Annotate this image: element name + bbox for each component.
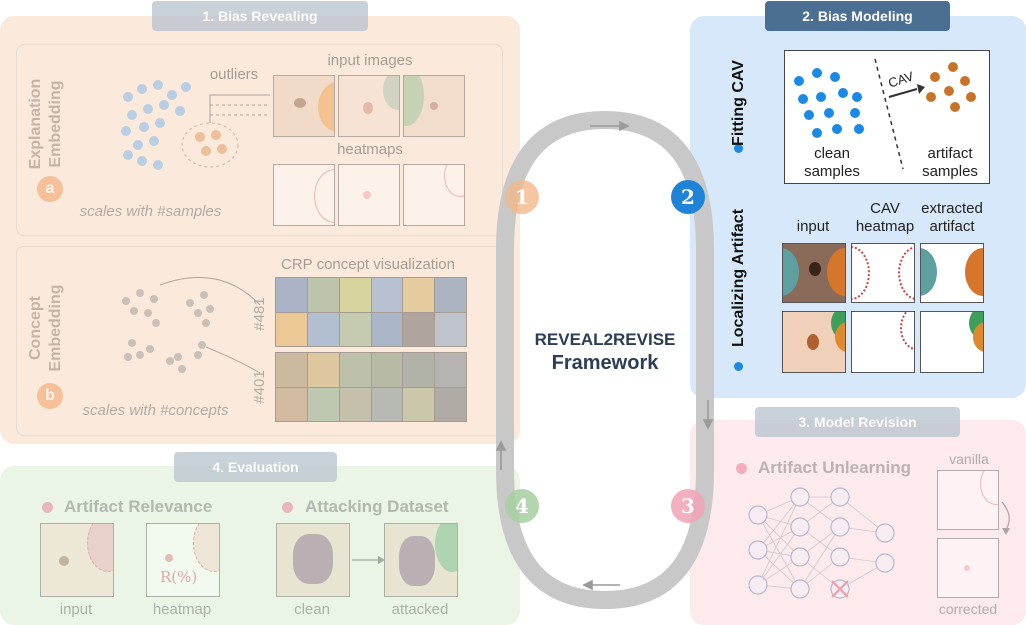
relevance-formula: R(%) [160,568,198,586]
explanation-embedding-label: Explanation Embedding [27,78,64,170]
fitting-cav-label: Fitting CAV [730,60,747,146]
clean-samples-label: clean samples [804,145,860,180]
concept-letter-badge: b [37,383,63,409]
model-revision-panel [690,420,1026,625]
outliers-label: outliers [209,66,259,83]
localize-input-2 [782,311,846,373]
vanilla-label: vanilla [949,451,989,467]
framework-title-line1: REVEAL2REVISE [534,330,676,349]
concept-scatter [122,276,261,374]
header-bias-modeling: 2. Bias Modeling [765,1,950,31]
crp-grid-401 [275,352,467,422]
column-extracted-artifact-label: extracted artifact [921,200,983,235]
scales-with-concepts: scales with #concepts [82,402,229,419]
step-number-1: 1 [505,180,539,214]
step-number-2: 2 [671,180,705,214]
cycle-loop [495,110,714,610]
artifact-unlearning-bullet [736,463,747,474]
attacking-dataset-bullet [282,502,293,513]
localize-input-1 [782,243,846,303]
reveal-heatmap-1 [273,164,335,226]
concept-embedding-box [16,246,503,436]
eval-heatmap [146,523,220,597]
attacked-image [384,523,458,597]
clean-label: clean [294,601,330,618]
crp-grid-481 [275,277,467,347]
vanilla-heatmap [937,470,999,530]
attacked-label: attacked [391,601,449,618]
header-evaluation: 4. Evaluation [174,452,337,482]
step-number-4: 4 [505,489,539,523]
revision-arrow [1001,501,1010,535]
clean-to-attacked-arrow [352,556,385,564]
explanation-embedding-box [16,44,503,236]
clean-image [276,523,350,597]
framework-title: REVEAL2REVISE Framework [518,330,692,375]
column-input-label: input [796,218,830,235]
corrected-heatmap [937,538,999,598]
localizing-artifact-bullet [734,362,743,371]
explanation-letter-badge: a [37,176,63,202]
scales-with-samples: scales with #samples [79,203,222,220]
reveal-input-image-1 [273,75,335,137]
fitting-cav-bullet [734,144,743,153]
artifact-samples-label: artifact samples [922,145,978,180]
corrected-label: corrected [938,601,998,617]
reveal-input-image-3 [403,75,465,137]
step-number-3: 3 [671,489,705,523]
explanation-scatter [121,80,270,170]
bias-revealing-panel [0,16,520,444]
eval-input-label: input [59,601,93,618]
localizing-artifact-label: Localizing Artifact [730,208,747,348]
concept-id-481: #481 [251,297,268,331]
cav-scatter [794,58,976,170]
localize-cav-heatmap-2 [851,311,915,373]
input-images-label: input images [327,52,413,69]
localize-cav-heatmap-1 [851,243,915,303]
evaluation-panel [0,466,520,625]
crp-concept-title: CRP concept visualization [281,256,455,273]
reveal-input-image-2 [338,75,400,137]
artifact-relevance-bullet [42,502,53,513]
neural-network [748,487,895,599]
localize-extracted-1 [920,243,984,303]
header-model-revision: 3. Model Revision [755,407,960,437]
heatmaps-label: heatmaps [337,141,403,158]
reveal-heatmap-3 [403,164,465,226]
attacking-dataset-label: Attacking Dataset [305,497,449,516]
eval-input-image [40,523,114,597]
reveal-heatmap-2 [338,164,400,226]
artifact-unlearning-label: Artifact Unlearning [758,458,912,477]
column-cav-heatmap-label: CAV heatmap [855,200,915,235]
concept-id-401: #401 [251,370,268,404]
localize-extracted-2 [920,311,984,373]
eval-heatmap-label: heatmap [152,601,212,618]
header-bias-revealing: 1. Bias Revealing [152,1,368,31]
concept-embedding-label: Concept Embedding [27,284,64,372]
framework-title-line2: Framework [551,352,659,374]
artifact-relevance-label: Artifact Relevance [64,497,213,516]
